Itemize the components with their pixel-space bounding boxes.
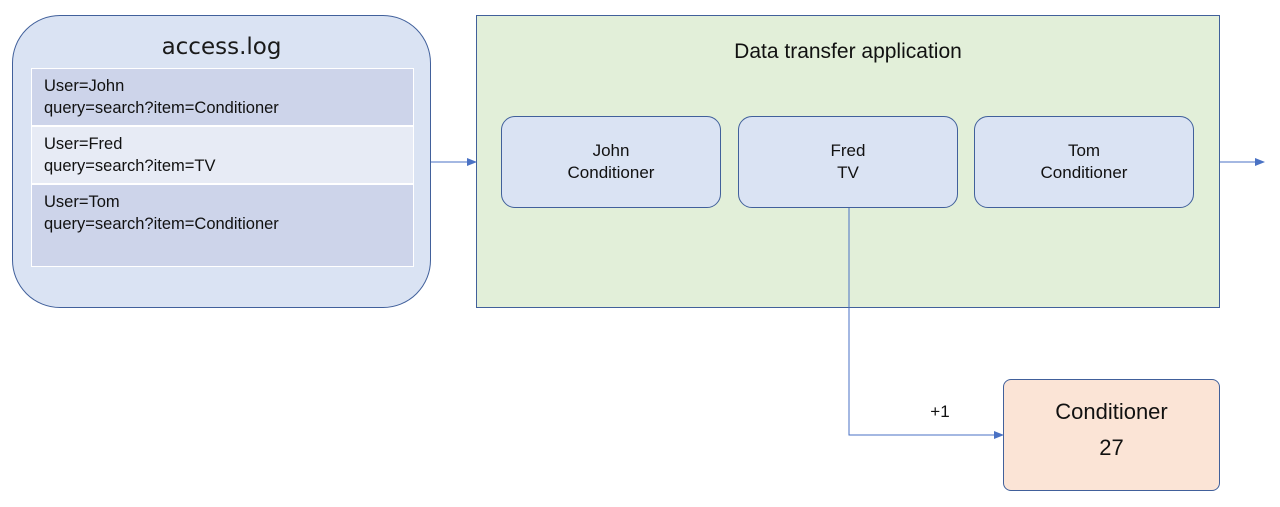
log-entry-query: query=search?item=TV [44, 157, 216, 175]
record-item: Conditioner [567, 163, 655, 182]
record-item: Conditioner [1040, 163, 1128, 182]
counter-label: Conditioner [1055, 399, 1168, 424]
record-card-tom: Tom Conditioner [974, 116, 1194, 208]
record-user: John [592, 141, 630, 160]
counter-value: 27 [1099, 435, 1124, 460]
log-entry: User=Fred query=search?item=TV [31, 126, 414, 184]
record-card-john: John Conditioner [501, 116, 721, 208]
record-user: Tom [1067, 141, 1101, 160]
log-entry-user: User=Fred [44, 135, 123, 153]
increment-label: +1 [930, 402, 950, 421]
record-item: TV [837, 163, 859, 182]
log-entry-user: User=John [44, 77, 125, 95]
log-entry: User=John query=search?item=Conditioner [31, 68, 414, 126]
record-user: Fred [830, 141, 866, 160]
arrow-fred-to-counter [848, 208, 1004, 439]
log-entry-query: query=search?item=Conditioner [44, 99, 279, 117]
log-entry-user: User=Tom [44, 193, 120, 211]
log-entry-query: query=search?item=Conditioner [44, 215, 279, 233]
log-entry: User=Tom query=search?item=Conditioner [31, 184, 414, 267]
record-card-fred: Fred TV [738, 116, 958, 208]
application-title: Data transfer application [734, 40, 962, 63]
counter-box [1003, 379, 1220, 491]
access-log-title: access.log [161, 34, 282, 60]
